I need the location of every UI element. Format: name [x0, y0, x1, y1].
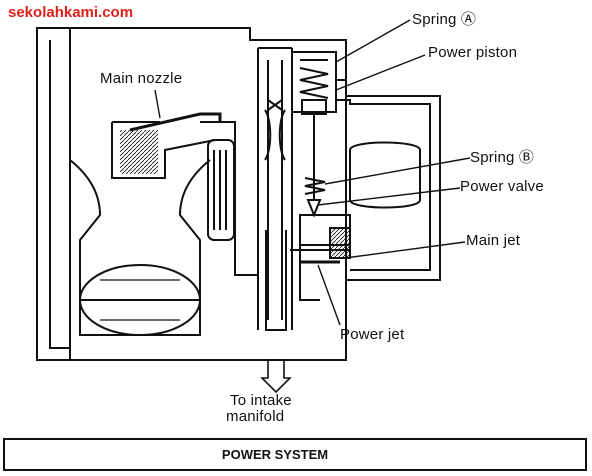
- label-spring-a: Spring Ⓐ: [412, 11, 477, 28]
- bore-tube: [265, 230, 287, 331]
- label-power-piston: Power piston: [428, 44, 518, 61]
- carburetor-body: [36, 27, 347, 361]
- power-valve: [306, 199, 322, 218]
- label-intake-line1: To intake: [230, 392, 292, 409]
- power-valve-chamber: [299, 141, 421, 246]
- venturi: [111, 112, 236, 240]
- vacuum-passage: [336, 79, 441, 281]
- spring-b: [304, 177, 326, 195]
- power-jet-passage: [234, 240, 320, 301]
- label-intake-line2: manifold: [226, 408, 285, 425]
- emulsion-tube: [207, 139, 235, 241]
- watermark-text: sekolahkami.com: [8, 4, 134, 21]
- intake-arrow: [260, 359, 292, 394]
- power-piston-housing: [291, 51, 337, 200]
- caption-text: POWER SYSTEM: [221, 447, 329, 462]
- label-power-valve: Power valve: [460, 178, 544, 195]
- spring-a: [299, 67, 329, 99]
- leader-lines: [154, 19, 471, 326]
- label-main-nozzle: Main nozzle: [100, 70, 183, 87]
- main-bore: [257, 47, 293, 331]
- main-nozzle: [129, 112, 222, 132]
- float-chamber: [69, 159, 211, 336]
- label-main-jet: Main jet: [466, 232, 521, 249]
- label-power-jet: Power jet: [340, 326, 405, 343]
- label-spring-b: Spring Ⓑ: [470, 149, 535, 166]
- caption-box: POWER SYSTEM: [3, 438, 587, 471]
